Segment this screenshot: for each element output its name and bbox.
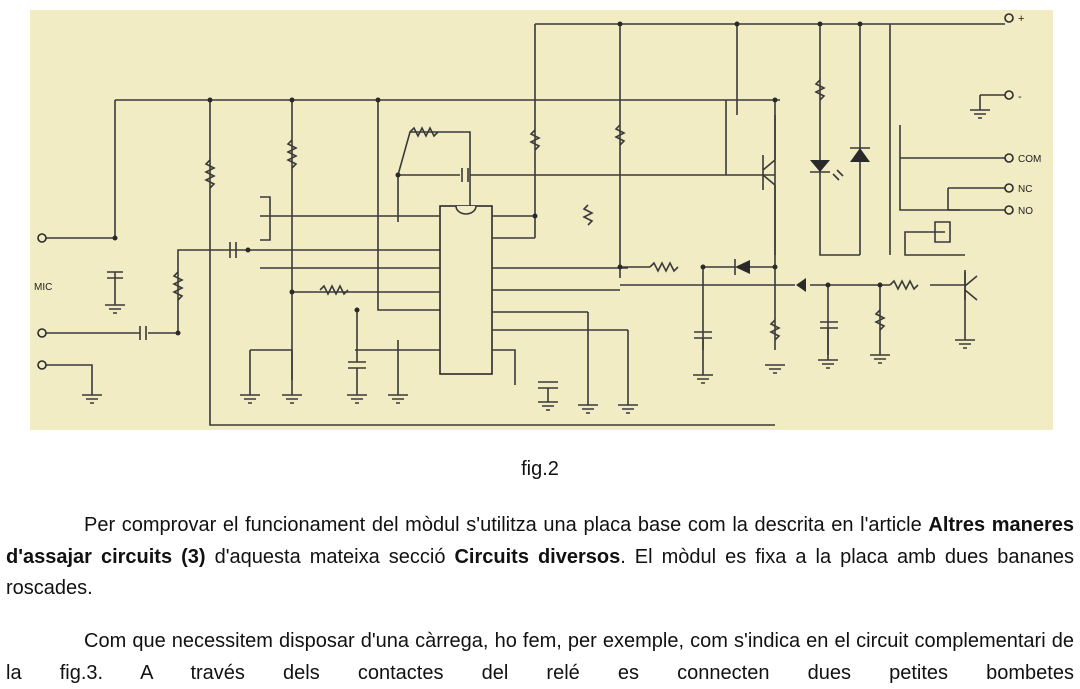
label-com: COM bbox=[1018, 154, 1041, 165]
paragraph-1-text-c: . El mòdul es fixa a la placa amb dues b… bbox=[6, 545, 1074, 600]
label-no: NO bbox=[1018, 206, 1033, 217]
paragraph-1-text-b: d'aquesta mateixa secció bbox=[205, 545, 455, 568]
circuit-schematic: + - COM NC NO MIC bbox=[30, 10, 1053, 430]
paragraph-2-text: Com que necessitem disposar d'una càrreg… bbox=[6, 630, 1074, 684]
label-nc: NC bbox=[1018, 184, 1032, 195]
section-title: Circuits diversos bbox=[454, 545, 621, 568]
article-title: Altres maneres d'assajar circuits (3) bbox=[6, 514, 1075, 568]
label-mic: MIC bbox=[34, 282, 52, 293]
paragraph-2: Com que necessitem disposar d'una càrreg… bbox=[6, 626, 1074, 689]
paragraph-1: Per comprovar el funcionament del mòdul … bbox=[6, 510, 1074, 605]
paragraph-1-text-a: Per comprovar el funcionament del mòdul … bbox=[84, 514, 929, 536]
figure-caption: fig.2 bbox=[521, 458, 559, 480]
label-minus: - bbox=[1018, 91, 1022, 103]
label-plus: + bbox=[1018, 13, 1024, 25]
